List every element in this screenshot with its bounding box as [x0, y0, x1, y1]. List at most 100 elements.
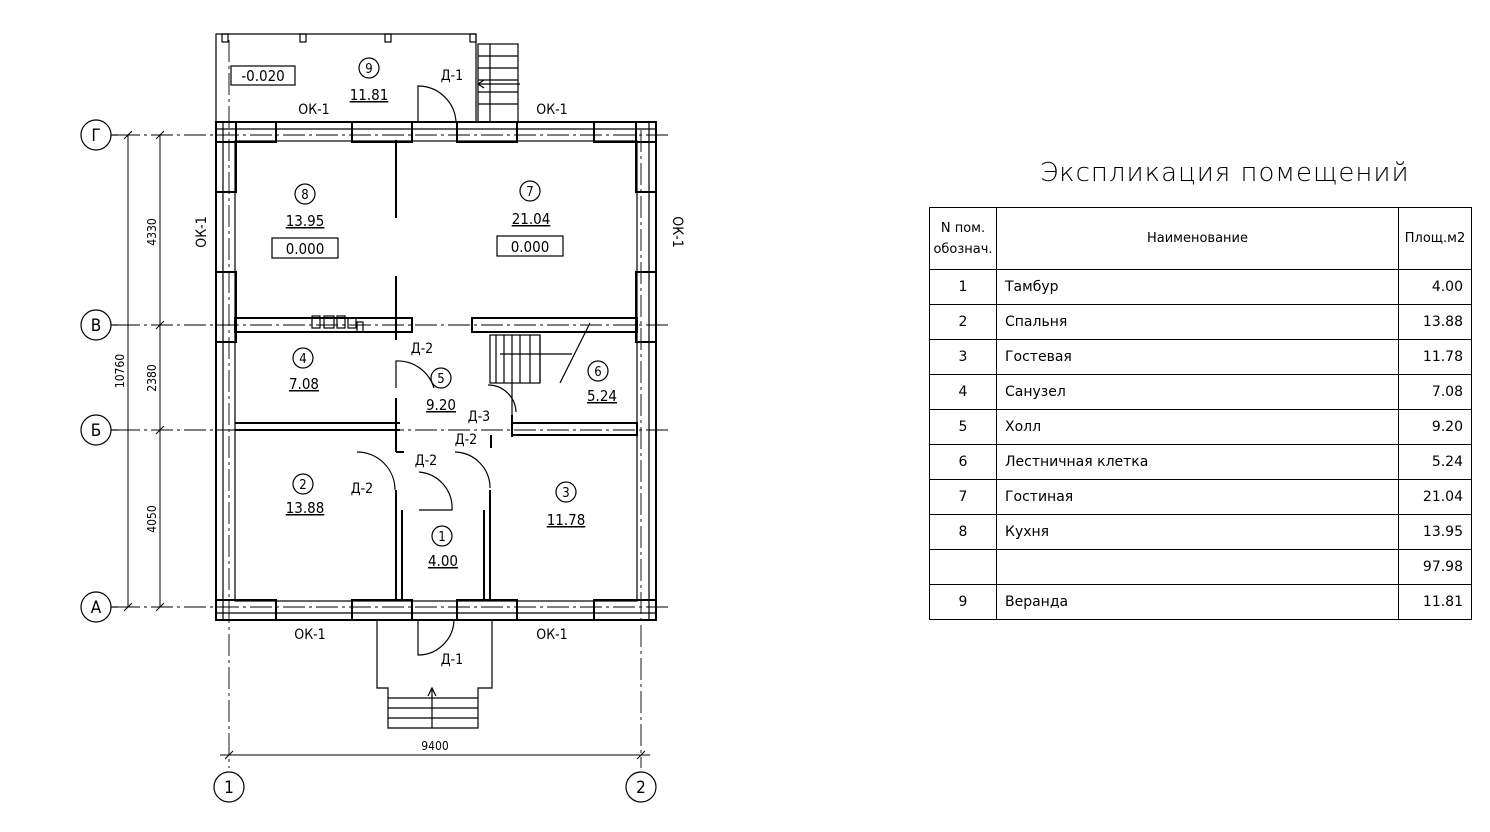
- row-number: 1: [929, 269, 997, 305]
- room-number: 7: [526, 185, 533, 200]
- explication-title: Экспликация помещений: [1040, 158, 1410, 188]
- row-area-total: 97.98: [1398, 549, 1472, 585]
- table-row: 9 Веранда 11.81: [929, 584, 1472, 620]
- explication-table: N пом. обознач. Наименование Площ.м2 1 Т…: [929, 207, 1472, 620]
- axis-label-1: 1: [224, 778, 234, 798]
- header-area: Площ.м2: [1398, 207, 1472, 270]
- plumbing-fixtures: [311, 315, 364, 333]
- window-blocks: [215, 121, 657, 621]
- room-number: 4: [299, 352, 306, 367]
- row-area: 13.95: [1398, 514, 1472, 550]
- room-number: 8: [301, 188, 308, 203]
- table-row: 3 Гостевая 11.78: [929, 339, 1472, 375]
- row-name: Холл: [996, 409, 1399, 445]
- header-number-line2: обознач.: [933, 241, 993, 257]
- window-label: ОК-1: [536, 627, 567, 643]
- table-row: 7 Гостиная 21.04: [929, 479, 1472, 515]
- row-area: 13.88: [1398, 304, 1472, 340]
- window-label: ОК-1: [298, 102, 329, 118]
- row-number: 8: [929, 514, 997, 550]
- window-label: ОК-1: [669, 216, 685, 247]
- row-name: Гостевая: [996, 339, 1399, 375]
- window-labels: ОК-1 ОК-1 ОК-1 ОК-1 ОК-1 ОК-1: [194, 102, 685, 643]
- axis-markers: Г В Б А 1 2: [80, 119, 657, 803]
- room-number: 2: [299, 478, 306, 493]
- doors: [356, 85, 517, 656]
- door-label-d2: Д-2: [411, 341, 433, 357]
- room-area: 4.00: [428, 552, 458, 570]
- door-label-d2: Д-2: [415, 453, 437, 469]
- row-number: 4: [929, 374, 997, 410]
- door-labels: Д-1 Д-1 Д-2 Д-2 Д-2 Д-2 Д-3: [351, 68, 490, 668]
- row-name: Кухня: [996, 514, 1399, 550]
- row-area: 9.20: [1398, 409, 1472, 445]
- outer-walls: [215, 121, 657, 621]
- header-name: Наименование: [996, 207, 1399, 270]
- header-number: N пом. обознач.: [929, 207, 997, 270]
- row-number: 6: [929, 444, 997, 480]
- row-name: Веранда: [996, 584, 1399, 620]
- row-area: 21.04: [1398, 479, 1472, 515]
- room-area: 9.20: [426, 396, 456, 414]
- row-area: 11.78: [1398, 339, 1472, 375]
- dim-2380: 2380: [145, 364, 159, 392]
- room-area: 11.78: [547, 511, 586, 529]
- room-area: 7.08: [289, 375, 319, 393]
- dimension-texts: 4330 2380 4050 10760 9400: [113, 218, 449, 753]
- row-area: 7.08: [1398, 374, 1472, 410]
- door-label-d3: Д-3: [468, 409, 490, 425]
- interior-walls: [234, 140, 638, 600]
- table-row: 1 Тамбур 4.00: [929, 269, 1472, 305]
- room-area: 13.95: [286, 212, 325, 230]
- row-name: Спальня: [996, 304, 1399, 340]
- row-number: 7: [929, 479, 997, 515]
- table-row: 4 Санузел 7.08: [929, 374, 1472, 410]
- level-veranda: -0.020: [241, 67, 285, 85]
- window-label: ОК-1: [536, 102, 567, 118]
- level-floor: 0.000: [511, 238, 550, 256]
- door-label-d2: Д-2: [351, 481, 373, 497]
- row-name: Тамбур: [996, 269, 1399, 305]
- entrance-porch: [376, 620, 493, 729]
- row-number: 3: [929, 339, 997, 375]
- axis-label-b: Б: [91, 421, 102, 441]
- row-name: Гостиная: [996, 479, 1399, 515]
- room-area: 21.04: [512, 210, 551, 228]
- level-marks: -0.020 0.000 0.000: [230, 65, 564, 259]
- room-number: 9: [365, 62, 372, 77]
- axis-label-a: А: [91, 598, 102, 618]
- dim-9400: 9400: [421, 739, 449, 753]
- row-name: Санузел: [996, 374, 1399, 410]
- door-label-d1: Д-1: [441, 652, 463, 668]
- window-label: ОК-1: [294, 627, 325, 643]
- row-number: [929, 549, 997, 585]
- room-area: 5.24: [587, 387, 617, 405]
- window-label: ОК-1: [194, 216, 210, 247]
- row-name: [996, 549, 1399, 585]
- row-area: 4.00: [1398, 269, 1472, 305]
- door-label-d2: Д-2: [455, 432, 477, 448]
- table-row-total: 97.98: [929, 549, 1472, 585]
- table-row: 6 Лестничная клетка 5.24: [929, 444, 1472, 480]
- floor-plan-drawing: Г В Б А 1 2 4330 2380 4050 10760 9400 ОК…: [80, 33, 685, 803]
- level-floor: 0.000: [286, 240, 325, 258]
- room-number: 3: [562, 486, 569, 501]
- table-row: 5 Холл 9.20: [929, 409, 1472, 445]
- door-label-d1: Д-1: [441, 68, 463, 84]
- table-header-row: N пом. обознач. Наименование Площ.м2: [929, 207, 1472, 270]
- interior-stair: [489, 322, 591, 415]
- veranda: [215, 33, 520, 123]
- table-row: 2 Спальня 13.88: [929, 304, 1472, 340]
- room-number: 6: [594, 365, 601, 380]
- dim-4050: 4050: [145, 505, 159, 533]
- row-number: 9: [929, 584, 997, 620]
- row-number: 5: [929, 409, 997, 445]
- dim-10760: 10760: [113, 354, 127, 388]
- axis-label-g: Г: [91, 126, 100, 146]
- dimension-lines: [123, 130, 650, 760]
- axis-label-2: 2: [636, 778, 646, 798]
- row-number: 2: [929, 304, 997, 340]
- header-number-line1: N пом.: [940, 220, 986, 236]
- row-area: 11.81: [1398, 584, 1472, 620]
- row-name: Лестничная клетка: [996, 444, 1399, 480]
